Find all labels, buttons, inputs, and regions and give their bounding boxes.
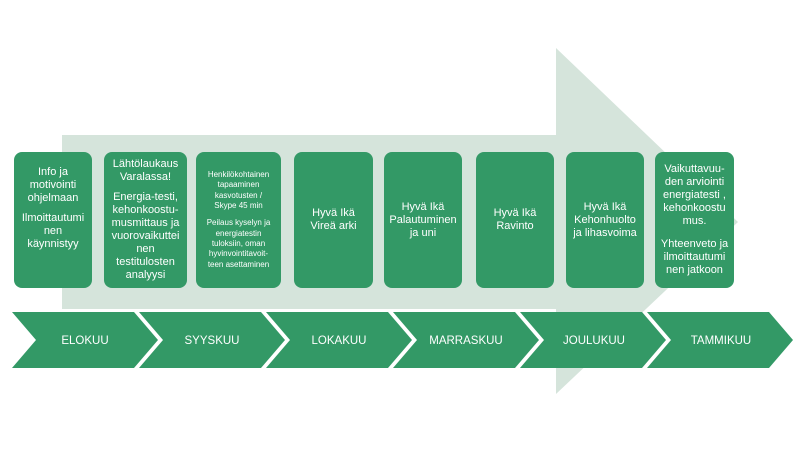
phase-box-vire-arki: Hyvä Ikä Vireä arki (294, 152, 373, 288)
phase-box-kehonhuolto: Hyvä Ikä Kehonhuolto ja lihasvoima (566, 152, 644, 288)
month-timeline: ELOKUU SYYSKUU LOKAKUU MARRASKUU JOULUKU… (12, 312, 793, 368)
month-chevron-5 (520, 312, 666, 368)
month-chevron-6 (647, 312, 793, 368)
month-chevron-4 (393, 312, 539, 368)
phase-text: Lähtölaukaus Varalassa! (112, 158, 179, 183)
phase-box-palautuminen: Hyvä Ikä Palautuminen ja uni (384, 152, 462, 288)
phase-text: Hyvä Ikä Vireä arki (310, 207, 357, 232)
month-label-1: ELOKUU (61, 335, 108, 347)
phase-text: Ilmoittautumi nen käynnistyy (21, 211, 85, 250)
month-label-2: SYYSKUU (185, 335, 240, 347)
phase-box-personal-meeting: Henkilökohtainen tapaaminen kasvotusten … (196, 152, 281, 288)
phase-text: Hyvä Ikä Ravinto (493, 207, 537, 232)
month-label-5: JOULUKUU (563, 335, 625, 347)
month-label-4: MARRASKUU (429, 335, 502, 347)
phase-text: Hyvä Ikä Palautuminen ja uni (389, 200, 457, 239)
phase-box-kickoff: Lähtölaukaus Varalassa! Energia-testi, k… (104, 152, 187, 288)
phase-text: Hyvä Ikä Kehonhuolto ja lihasvoima (573, 200, 637, 239)
phase-text: Henkilökohtainen tapaaminen kasvotusten … (207, 170, 270, 211)
phase-text: Peilaus kyselyn ja energiatestin tuloksi… (206, 218, 271, 269)
month-chevron-2 (139, 312, 285, 368)
phase-text: Info ja motivointi ohjelmaan (27, 165, 79, 204)
phase-box-info: Info ja motivointi ohjelmaan Ilmoittautu… (14, 152, 92, 288)
phase-text: Yhteenveto ja ilmoittautumi nen jatkoon (660, 238, 729, 276)
month-label-6: TAMMIKUU (691, 335, 751, 347)
month-label-3: LOKAKUU (312, 335, 367, 347)
phase-box-ravinto: Hyvä Ikä Ravinto (476, 152, 554, 288)
phase-box-evaluation: Vaikuttavuu- den arviointi energiatesti … (655, 152, 734, 288)
month-chevron-1 (12, 312, 158, 368)
phase-text: Vaikuttavuu- den arviointi energiatesti … (663, 163, 726, 227)
month-chevron-3 (266, 312, 412, 368)
phase-text: Energia-testi, kehonkoostu- musmittaus j… (111, 191, 180, 281)
